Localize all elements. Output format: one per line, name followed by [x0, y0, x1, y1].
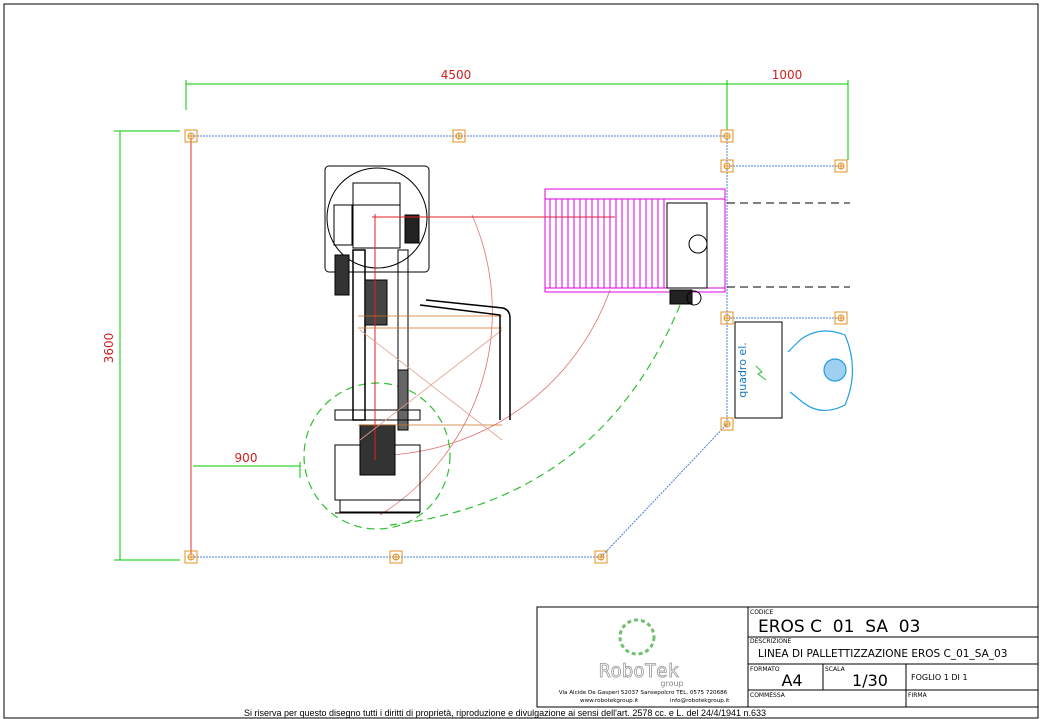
pallet-guide: [419, 299, 511, 420]
firma-label: FIRMA: [908, 692, 928, 699]
post-icon: [834, 311, 848, 325]
robot-reach-arc: [379, 214, 493, 516]
operator-icon: [787, 330, 854, 411]
title-block: [536, 606, 1039, 708]
foglio: FOGLIO 1 DI 1: [911, 673, 968, 682]
base-rotation-circle: [303, 382, 451, 530]
scala-label: SCALA: [825, 666, 846, 673]
footer-note: Si riserva per questo disegno tutti i di…: [244, 708, 766, 718]
formato-value: A4: [781, 671, 802, 690]
scala-value: 1/30: [852, 671, 888, 690]
conveyor-extension: [727, 202, 850, 288]
palletizer-robot: [324, 165, 430, 514]
descrizione-label: DESCRIZIONE: [750, 638, 791, 645]
company-sub: group: [660, 679, 683, 688]
post-icon: [452, 129, 466, 143]
post-icon: [834, 159, 848, 173]
dimension-width-top: 4500: [441, 68, 472, 82]
descrizione-value: LINEA DI PALLETTIZZAZIONE EROS C_01_SA_0…: [758, 648, 1007, 660]
working-area-arc: [389, 304, 681, 526]
post-icon: [594, 550, 608, 564]
electrical-panel-label: quadro el.: [736, 342, 749, 398]
codice-label: CODICE: [750, 609, 773, 616]
dimension-width-right: 1000: [772, 68, 803, 82]
post-icon: [720, 417, 734, 431]
company-email: info@robotekgroup.it: [670, 698, 730, 704]
company-web: www.robotekgroup.it: [580, 698, 639, 704]
post-icon: [720, 159, 734, 173]
lightning-icon: [755, 365, 767, 381]
post-icon: [184, 550, 198, 564]
conveyor-motor: [666, 202, 708, 306]
robot-reach-arc-2: [389, 289, 611, 456]
post-icon: [389, 550, 403, 564]
electrical-panel: [734, 321, 783, 419]
company-address: Via Alcide De Gasperi 52037 Sansepolcro …: [559, 690, 728, 696]
dimension-height-left: 3600: [102, 333, 116, 364]
roller-conveyor: [544, 188, 726, 293]
gripper-frame: [358, 315, 503, 441]
post-icon: [184, 129, 198, 143]
fence-posts: [184, 129, 848, 564]
post-icon: [720, 311, 734, 325]
dimension-lines: [114, 80, 849, 561]
company-name: RoboTek: [599, 660, 680, 682]
formato-label: FORMATO: [750, 666, 780, 673]
post-icon: [720, 129, 734, 143]
sheet-border: [3, 3, 1039, 719]
commessa-label: COMMESSA: [750, 692, 786, 699]
company-logo: RoboTek group: [599, 618, 684, 688]
dimension-offset-left: 900: [235, 451, 258, 465]
codice-value: EROS C 01 SA 03: [758, 617, 920, 637]
